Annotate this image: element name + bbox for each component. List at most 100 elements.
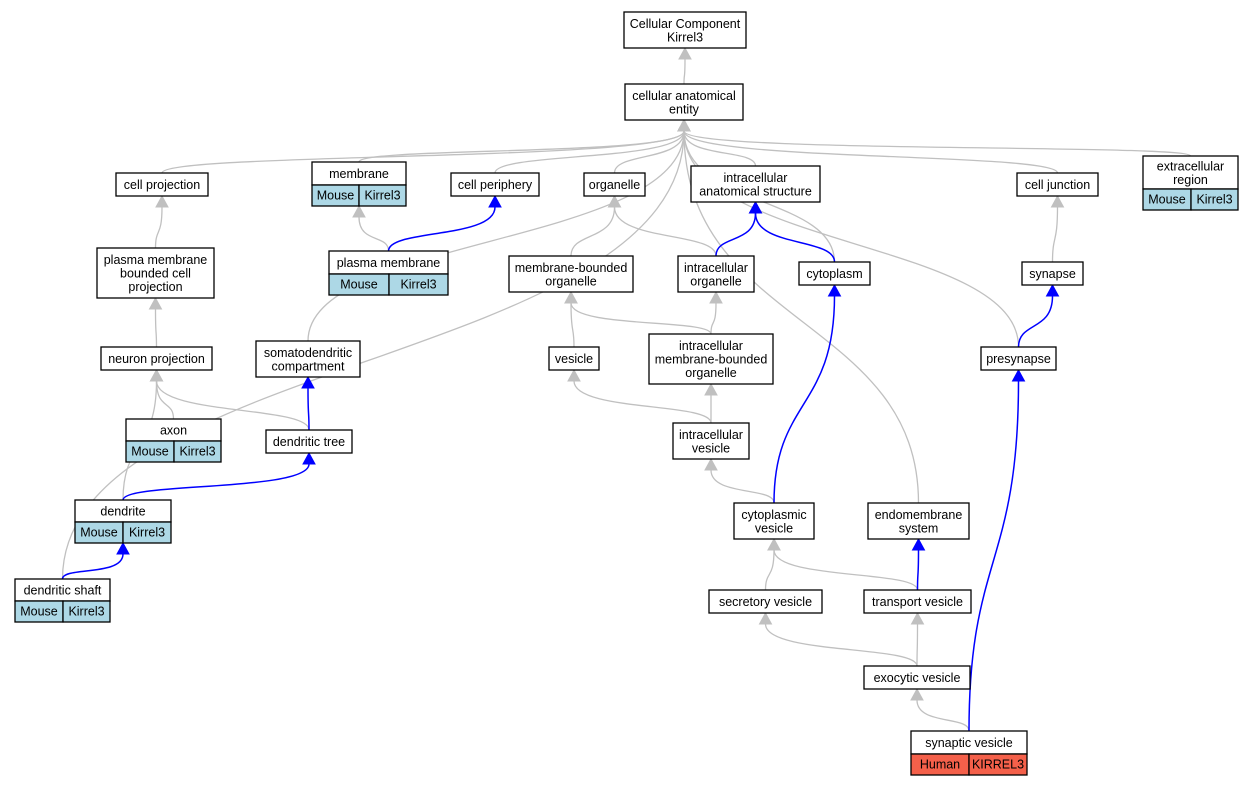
node-label: Kirrel3 xyxy=(667,30,703,44)
edge-cytoplasm-to-ias xyxy=(748,200,836,263)
species-label: Mouse xyxy=(340,278,378,292)
node-label: synaptic vesicle xyxy=(925,736,1013,750)
node-label: endomembrane xyxy=(875,508,963,522)
node-transves[interactable]: transport vesicle xyxy=(863,589,972,614)
edge-line xyxy=(570,206,616,257)
node-label: secretory vesicle xyxy=(719,595,812,609)
node-organelle[interactable]: organelle xyxy=(583,172,646,197)
edge-cytoves-to-cytoplasm xyxy=(773,283,842,504)
edge-line xyxy=(683,130,1059,174)
arrowhead xyxy=(748,200,763,214)
node-dendtree[interactable]: dendritic tree xyxy=(265,429,353,454)
node-vesicle[interactable]: vesicle xyxy=(548,346,600,371)
arrowhead xyxy=(149,368,164,382)
node-box xyxy=(450,172,540,197)
node-cytoplasm[interactable]: cytoplasm xyxy=(798,261,871,286)
node-box xyxy=(798,261,871,286)
node-label: vesicle xyxy=(692,441,730,455)
edge-plasmamem-to-membrane xyxy=(352,204,390,252)
arrowhead xyxy=(607,194,622,208)
node-label: extracellular xyxy=(1157,159,1224,173)
node-box xyxy=(1016,172,1099,197)
arrowhead xyxy=(704,382,718,396)
edge-line xyxy=(358,216,390,252)
gene-label: Kirrel3 xyxy=(364,189,400,203)
arrowhead xyxy=(155,194,169,208)
edge-line xyxy=(307,130,685,342)
node-label: organelle xyxy=(690,274,741,288)
edge-layer xyxy=(61,46,1192,732)
species-label: Mouse xyxy=(80,526,118,540)
arrowhead xyxy=(678,46,692,60)
edge-intves-to-vesicle xyxy=(567,368,712,424)
edge-line xyxy=(764,623,918,667)
edge-line xyxy=(773,295,836,504)
gene-label: Kirrel3 xyxy=(179,445,215,459)
annotation-row: Mouse Kirrel3 xyxy=(125,440,222,463)
node-cellproj[interactable]: cell projection xyxy=(115,172,209,197)
edge-line xyxy=(1051,206,1059,263)
edge-line xyxy=(307,387,310,431)
edge-line xyxy=(683,130,1192,157)
edge-cae-to-root xyxy=(678,46,692,85)
arrowhead xyxy=(827,283,842,297)
edge-exoves-to-secves xyxy=(758,611,918,667)
node-label: organelle xyxy=(589,178,640,192)
node-box xyxy=(508,255,634,293)
node-exoves[interactable]: exocytic vesicle xyxy=(863,665,971,690)
node-label: vesicle xyxy=(555,352,593,366)
edge-line xyxy=(916,623,919,667)
edge-intorg-to-organelle xyxy=(607,194,717,257)
arrowhead xyxy=(488,194,502,208)
node-label: neuron projection xyxy=(108,352,205,366)
node-cellper[interactable]: cell periphery xyxy=(450,172,540,197)
node-presynapse[interactable]: presynapse xyxy=(980,346,1057,371)
node-label: organelle xyxy=(685,366,736,380)
arrowhead xyxy=(704,457,718,471)
node-label: cell projection xyxy=(124,178,200,192)
node-label: region xyxy=(1173,173,1208,187)
gene-label: Kirrel3 xyxy=(68,605,104,619)
node-box xyxy=(265,429,353,454)
node-box xyxy=(980,346,1057,371)
node-label: plasma membrane xyxy=(337,256,441,270)
gene-cell xyxy=(358,184,407,207)
node-label: vesicle xyxy=(755,521,793,535)
arrowhead xyxy=(148,296,163,310)
node-label: Cellular Component xyxy=(630,17,741,31)
node-box xyxy=(100,346,213,371)
node-celljunc[interactable]: cell junction xyxy=(1016,172,1099,197)
node-synapse[interactable]: synapse xyxy=(1021,261,1084,286)
node-label: cell periphery xyxy=(458,178,533,192)
edge-line xyxy=(1017,295,1054,348)
node-neuronproj[interactable]: neuron projection xyxy=(100,346,213,371)
species-label: Mouse xyxy=(1148,193,1186,207)
node-secves[interactable]: secretory vesicle xyxy=(708,589,823,614)
edge-pmbcp-to-cellproj xyxy=(154,194,169,249)
edge-neuronproj-to-pmbcp xyxy=(148,296,163,348)
species-label: Mouse xyxy=(131,445,169,459)
